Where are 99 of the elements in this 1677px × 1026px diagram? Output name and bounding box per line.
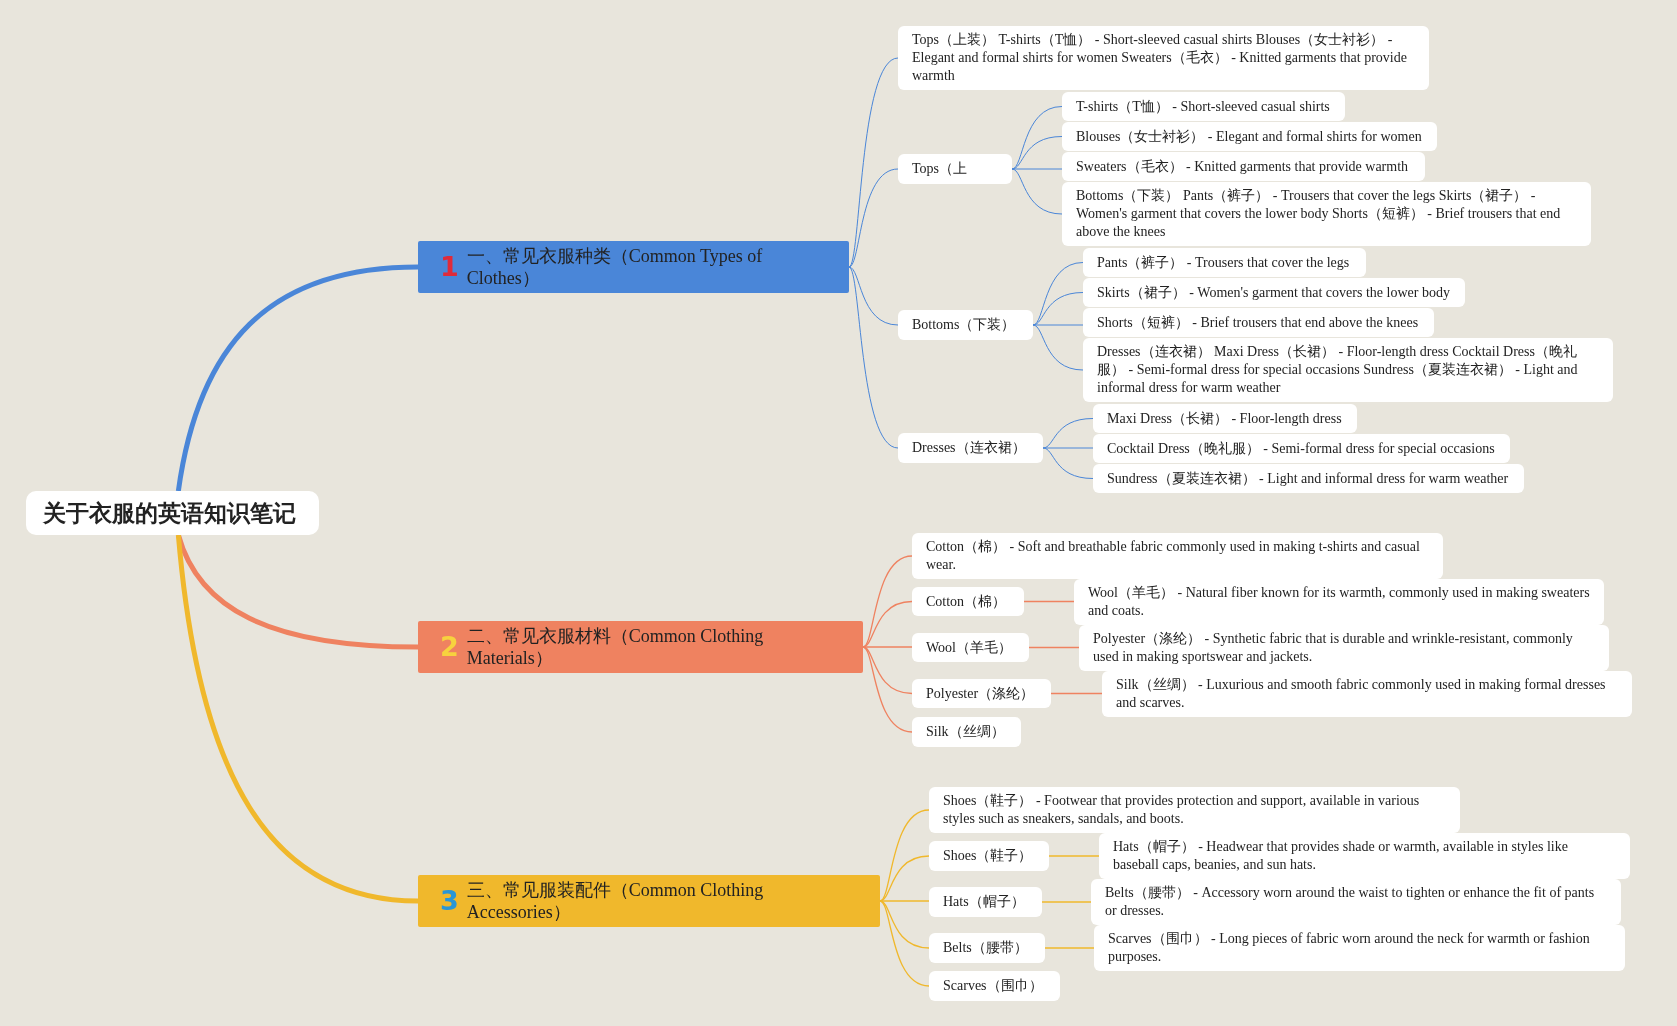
connector	[848, 266, 899, 326]
connector	[1042, 447, 1094, 479]
subtopic-box	[912, 533, 1443, 579]
connector	[1032, 324, 1084, 371]
connector	[879, 900, 930, 902]
subtopic-box	[1062, 182, 1591, 246]
topic-label: Skirts（裙子） - Women's garment that covers the lower body	[1097, 283, 1450, 302]
topic-label: Shoes（鞋子）	[943, 847, 1033, 865]
subtopic-box	[929, 841, 1049, 871]
subtopic-box	[1093, 434, 1510, 463]
connector	[1032, 324, 1084, 326]
connector	[1041, 901, 1092, 903]
topic-label: Belts（腰带） - Accessory worn around the waist to tighten or enhance the fit of pants or dresses.	[1105, 884, 1596, 920]
topic-label: Sweaters（毛衣） - Knitted garments that provide warmth	[1076, 157, 1409, 176]
subtopic-box	[898, 26, 1429, 90]
topic-label: Tops（上	[912, 160, 968, 178]
topic-label: Blouses（女士衬衫） - Elegant and formal shirts for women	[1076, 127, 1422, 146]
subtopic-box	[1083, 338, 1613, 402]
topic-label: Tops（上装） T-shirts（T恤） - Short-sleeved casual shirts Blouses（女士衬衫） - Elegant and formal shirts for women Sweaters（毛衣） - Knitted garments that provide warmth	[912, 31, 1408, 85]
connector	[1023, 600, 1075, 603]
topic-label: Belts（腰带）	[943, 939, 1028, 957]
connector	[879, 900, 930, 987]
topic-label: Cotton（棉）	[926, 592, 1007, 611]
connector	[1011, 106, 1063, 170]
connector	[848, 266, 899, 449]
subtopic-box	[912, 679, 1051, 708]
topic-label: Cocktail Dress（晚礼服） - Semi-formal dress for special occasions	[1107, 439, 1495, 458]
subtopic-box	[1062, 122, 1437, 151]
subtopic-box	[1102, 671, 1632, 717]
connector	[879, 809, 930, 902]
topic-label: Cotton（棉） - Soft and breathable fabric commonly used in making t-shirts and casual wear.	[926, 538, 1421, 574]
topic-label: Polyester（涤纶）	[926, 684, 1035, 703]
topic-label: Polyester（涤纶） - Synthetic fabric that is durable and wrinkle-resistant, commonly used in making sportswear and jackets.	[1093, 630, 1574, 666]
connector	[175, 264, 419, 492]
connector	[1032, 262, 1084, 326]
connector	[862, 646, 913, 733]
number-marker: 1	[440, 256, 459, 278]
connector	[862, 646, 913, 695]
topic-label: Wool（羊毛） - Natural fiber known for its warmth, commonly used in making sweaters and coats.	[1088, 584, 1590, 620]
topic-label: Hats（帽子） - Headwear that provides shade or warmth, available in styles like baseball caps, beanies, and sun hats.	[1113, 838, 1569, 874]
topic-label: 三、常见服装配件（Common Clothing Accessories）	[466, 879, 765, 923]
topic-label: 一、常见衣服种类（Common Types of Clothes）	[466, 245, 764, 289]
topic-label: Shorts（短裤） - Brief trousers that end above the knees	[1097, 313, 1419, 332]
main-topic-box	[418, 241, 849, 293]
subtopic-box	[898, 433, 1043, 463]
connector	[1042, 447, 1094, 449]
connector	[1050, 692, 1103, 695]
connector	[848, 168, 899, 268]
topic-label: Dresses（连衣裙）	[912, 439, 1026, 457]
connector	[1011, 168, 1063, 170]
topic-label: 二、常见衣服材料（Common Clothing Materials）	[466, 625, 765, 669]
topic-label: Silk（丝绸） - Luxurious and smooth fabric commonly used in making formal dresses and scarves.	[1116, 676, 1607, 712]
topic-label: Sundress（夏装连衣裙） - Light and informal dress for warm weather	[1107, 469, 1509, 488]
topic-label: Scarves（围巾） - Long pieces of fabric worn around the neck for warmth or fashion purposes.	[1108, 930, 1591, 966]
topic-label: Hats（帽子）	[943, 893, 1025, 911]
connector	[1048, 855, 1100, 857]
topic-label: Pants（裤子） - Trousers that cover the legs	[1097, 253, 1350, 272]
topic-label: Maxi Dress（长裙） - Floor-length dress	[1107, 409, 1342, 428]
subtopic-box	[1083, 248, 1366, 277]
subtopic-box	[912, 717, 1021, 747]
subtopic-box	[929, 971, 1060, 1001]
title-label: 关于衣服的英语知识笔记	[43, 499, 296, 527]
subtopic-box	[912, 587, 1024, 616]
connector	[862, 555, 913, 648]
subtopic-box	[1083, 308, 1434, 337]
subtopic-box	[929, 933, 1045, 963]
central-topic-box	[26, 491, 319, 535]
connector	[1011, 168, 1063, 215]
subtopic-box	[1083, 278, 1465, 307]
subtopic-box	[1062, 92, 1345, 121]
connector	[879, 855, 930, 902]
subtopic-box	[1062, 152, 1425, 181]
connector	[1028, 646, 1080, 649]
number-marker: 3	[440, 890, 459, 912]
connector	[175, 534, 419, 904]
topic-label: Bottoms（下装）	[912, 316, 1016, 334]
subtopic-box	[898, 310, 1033, 340]
subtopic-box	[898, 154, 1012, 184]
connector	[1044, 947, 1095, 949]
subtopic-box	[1093, 464, 1524, 493]
topic-label: Bottoms（下装） Pants（裤子） - Trousers that cover the legs Skirts（裙子） - Women's garment that covers the lower body Shorts（短裤） - Brief trousers that end above the knees	[1076, 187, 1562, 241]
subtopic-box	[929, 787, 1460, 833]
topic-label: Scarves（围巾）	[943, 977, 1043, 995]
connector	[879, 900, 930, 949]
subtopic-box	[912, 633, 1029, 662]
connector	[848, 57, 899, 268]
topic-label: Silk（丝绸）	[926, 723, 1005, 741]
topic-label: Shoes（鞋子） - Footwear that provides protection and support, available in various styles such as sneakers, sandals, and boots.	[943, 792, 1421, 828]
topic-label: Wool（羊毛）	[926, 638, 1012, 657]
main-topic-box	[418, 875, 880, 927]
subtopic-box	[929, 887, 1042, 917]
topic-label: T-shirts（T恤） - Short-sleeved casual shirts	[1076, 97, 1330, 116]
topic-label: Dresses（连衣裙） Maxi Dress（长裙） - Floor-length dress Cocktail Dress（晚礼服） - Semi-formal dress for special occasions Sundress（夏装连衣裙） - Light and informal dress for warm weather	[1097, 343, 1579, 397]
connector	[862, 600, 913, 648]
subtopic-box	[1093, 404, 1357, 433]
connector	[862, 646, 913, 648]
main-topic-box	[418, 621, 863, 673]
number-marker: 2	[440, 636, 459, 658]
subtopic-box	[1094, 925, 1625, 971]
